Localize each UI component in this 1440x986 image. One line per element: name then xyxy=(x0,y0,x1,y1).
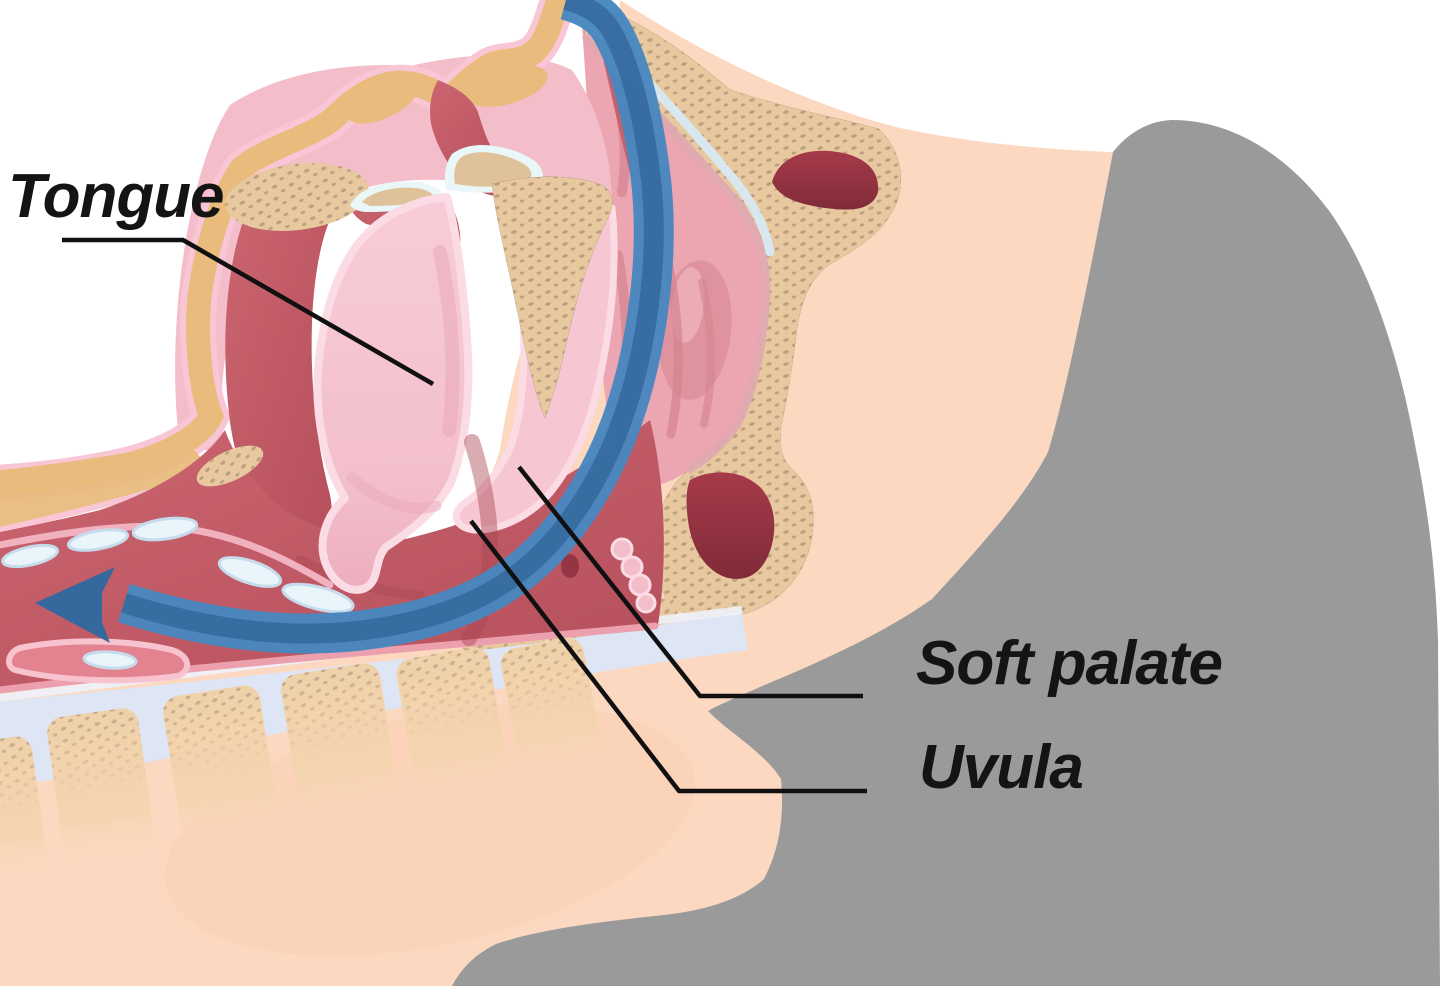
arrowhead xyxy=(35,567,115,643)
hair xyxy=(452,120,1440,986)
vertebra xyxy=(396,647,510,803)
uvula-leader-line xyxy=(469,519,867,794)
bone-inner-rim xyxy=(582,32,771,475)
tongue xyxy=(313,193,473,594)
vertebra xyxy=(281,663,399,823)
vertebra xyxy=(47,708,155,864)
pharynx-fold xyxy=(698,278,715,428)
pharynx-fold xyxy=(663,257,683,439)
soft-palate-label: Soft palate xyxy=(916,629,1223,698)
airflow-arrow xyxy=(35,0,674,654)
vertebra xyxy=(163,685,279,845)
vertebra xyxy=(0,736,48,884)
mandible-bone xyxy=(225,163,369,231)
hyoid-bone xyxy=(196,445,264,487)
cervical-spine xyxy=(0,606,748,884)
vertebra xyxy=(500,637,604,779)
gloss-highlights xyxy=(1,516,355,670)
leader-lines xyxy=(62,237,867,794)
tonsil-bumps xyxy=(610,537,657,614)
soft-palate-leader-line xyxy=(517,465,863,699)
skull-cavity xyxy=(686,472,775,579)
sphenoid-sinus xyxy=(772,150,879,210)
maxilla-bone xyxy=(492,176,613,418)
pharyngeal-spot xyxy=(561,554,579,578)
uvula-label: Uvula xyxy=(919,733,1084,802)
tongue-leader-line xyxy=(62,237,435,386)
uvula-fold-shadow xyxy=(461,434,499,646)
tongue-label: Tongue xyxy=(8,162,225,231)
